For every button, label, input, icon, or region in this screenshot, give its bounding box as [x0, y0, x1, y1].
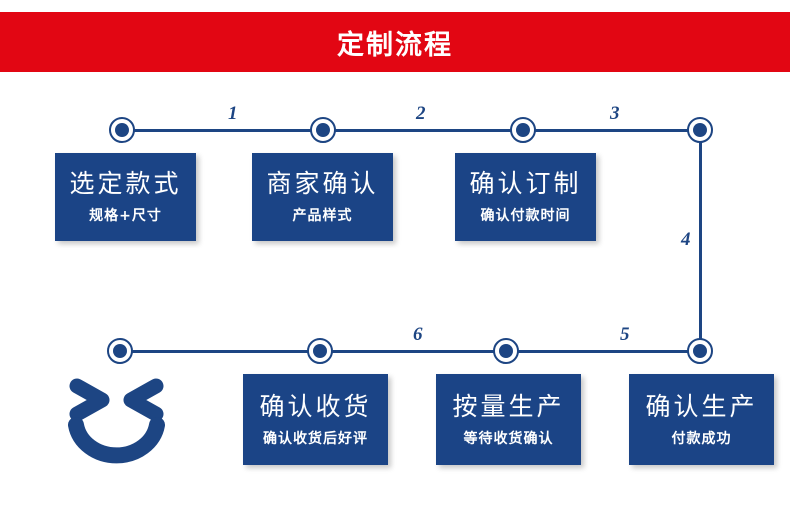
step-box-4-title: 确认生产	[645, 391, 758, 421]
node-step-5	[493, 338, 519, 364]
smiley-face-svg	[68, 378, 165, 464]
node-step-1	[109, 117, 135, 143]
node-step-6	[307, 338, 333, 364]
step-box-1-title: 选定款式	[69, 169, 182, 198]
step-box-2-title: 商家确认	[266, 169, 379, 198]
connector-label-3: 3	[610, 103, 620, 124]
top-row-connector-line	[122, 129, 702, 132]
step-box-1-subtitle: 规格+尺寸	[89, 208, 162, 224]
step-box-4[interactable]: 确认生产 付款成功	[629, 374, 774, 465]
step-box-4-subtitle: 付款成功	[671, 430, 732, 447]
step-box-5[interactable]: 按量生产 等待收货确认	[436, 374, 581, 465]
node-end	[107, 338, 133, 364]
step-box-3-subtitle: 确认付款时间	[480, 208, 571, 224]
step-box-5-subtitle: 等待收货确认	[463, 430, 554, 447]
connector-label-1: 1	[228, 103, 238, 124]
step-box-2[interactable]: 商家确认 产品样式	[252, 153, 393, 241]
bottom-row-connector-line	[120, 350, 702, 353]
connector-label-2: 2	[416, 103, 426, 124]
step-box-6[interactable]: 确认收货 确认收货后好评	[243, 374, 388, 465]
page-title: 定制流程	[337, 29, 453, 61]
step-box-1[interactable]: 选定款式 规格+尺寸	[55, 153, 196, 241]
header-banner: 定制流程	[0, 12, 790, 72]
step-box-3-title: 确认订制	[469, 169, 582, 198]
step-box-2-subtitle: 产品样式	[292, 208, 353, 224]
connector-label-4: 4	[681, 229, 691, 250]
connector-label-6: 6	[413, 324, 423, 345]
connector-label-5: 5	[620, 324, 630, 345]
step-box-5-title: 按量生产	[452, 391, 565, 421]
step-box-6-subtitle: 确认收货后好评	[263, 430, 368, 447]
node-corner-bottom-right	[687, 338, 713, 364]
smiley-face-icon	[68, 378, 178, 466]
node-step-2	[310, 117, 336, 143]
step-box-3[interactable]: 确认订制 确认付款时间	[455, 153, 596, 241]
node-step-3	[510, 117, 536, 143]
step-box-6-title: 确认收货	[259, 391, 372, 421]
right-vertical-connector-line	[699, 129, 702, 352]
node-corner-top-right	[687, 117, 713, 143]
